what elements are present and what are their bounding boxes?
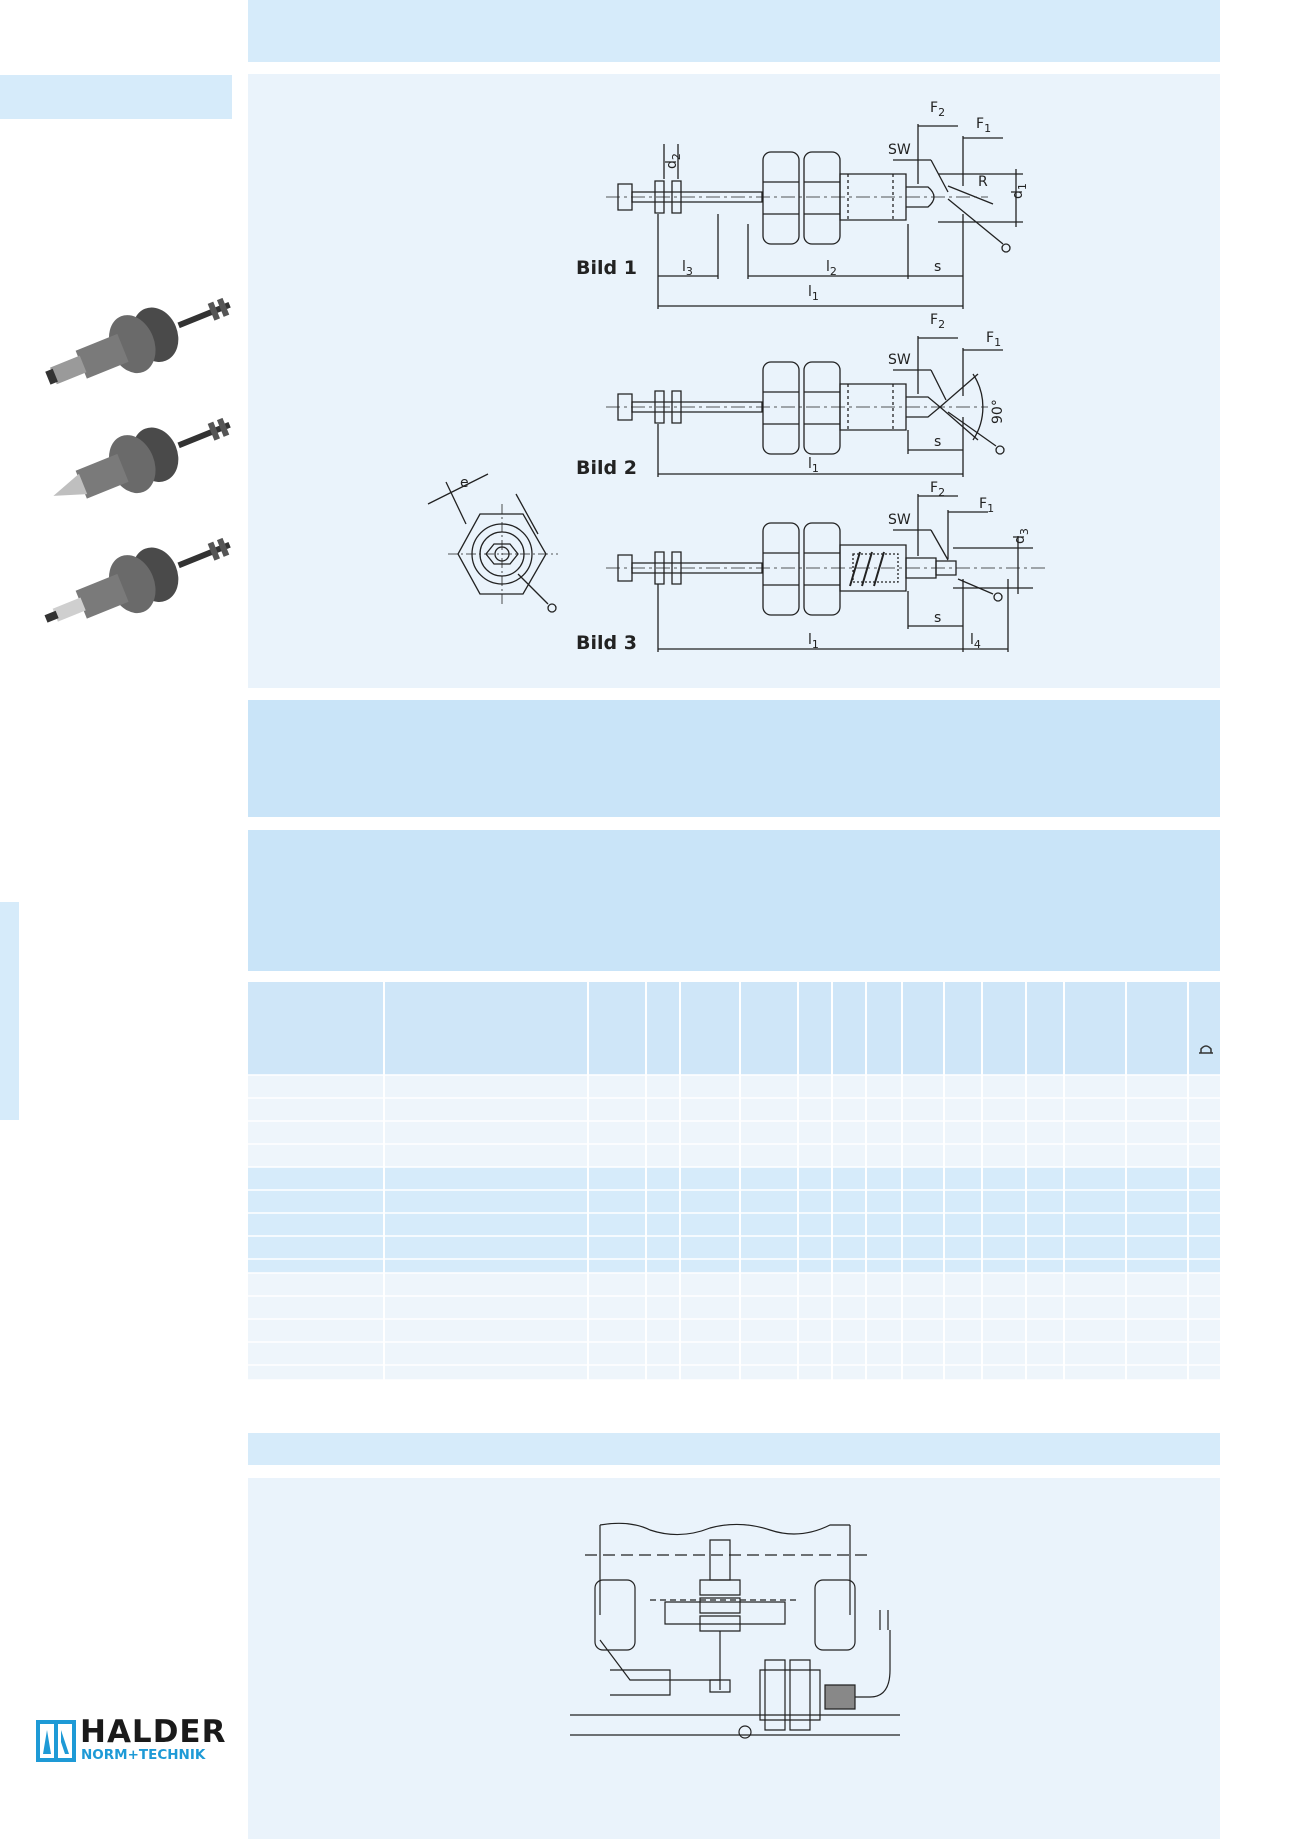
application-panel [248,1478,1220,1839]
dim-l2-b1: l2 [826,259,837,278]
bild1-label: Bild 1 [576,257,637,279]
info-band-2 [248,830,1220,971]
product-photos [44,297,231,623]
dim-l1-b2: l1 [808,456,819,475]
technical-drawing: Bild 1 Bild 2 Bild 3 F2 F1 SW R d1 d2 l3… [248,100,1220,654]
side-tab-top [0,75,232,119]
dim-s-b1: s [934,259,941,275]
brand-tagline: NORM+TECHNIK [81,1747,206,1763]
dim-sw-b2: SW [888,352,911,368]
halder-logo-mark [36,1720,76,1762]
table-grid [248,982,1220,1400]
bell-icon [1198,1040,1214,1052]
info-band-1 [248,700,1220,817]
brand-name: HALDER [80,1714,227,1750]
dim-s-b3: s [934,610,941,626]
dim-d3-b3: d3 [1012,528,1031,544]
side-tab-bottom [0,902,19,1120]
dim-f2-b2: F2 [930,312,945,331]
drawing-panel [248,74,1220,688]
data-table [248,982,1220,1400]
bild1-drawing [606,124,1023,309]
dim-d1-b1: d1 [1010,183,1029,199]
halder-logo: HALDER NORM+TECHNIK [36,1714,236,1764]
dim-l3-b1: l3 [682,259,693,278]
dim-r-b1: R [978,174,988,190]
dim-d2-b1: d2 [664,153,683,169]
product-photo-3 [44,537,231,623]
dim-f1-b3: F1 [979,496,994,515]
dim-l1-b1: l1 [808,284,819,303]
dim-l4-b3: l4 [970,632,981,651]
dim-f1-b1: F1 [976,116,991,135]
bild2-label: Bild 2 [576,457,637,479]
product-photo-2 [53,417,231,499]
dim-f2-b3: F2 [930,480,945,499]
header-band [248,0,1220,62]
bild3-drawing [606,494,1048,652]
dim-s-b2: s [934,434,941,450]
dim-sw-b3: SW [888,512,911,528]
dim-angle-b2: 90° [990,399,1006,424]
dim-e-hex: e [460,475,469,491]
bild2-drawing [606,336,1004,477]
application-drawing [570,1520,900,1760]
bild3-label: Bild 3 [576,632,637,654]
product-photo-1 [45,297,231,385]
dim-f1-b2: F1 [986,330,1001,349]
application-header-band [248,1433,1220,1465]
dim-l1-b3: l1 [808,632,819,651]
dim-f2-b1: F2 [930,100,945,119]
hex-end-view [428,474,558,612]
dim-sw-b1: SW [888,142,911,158]
